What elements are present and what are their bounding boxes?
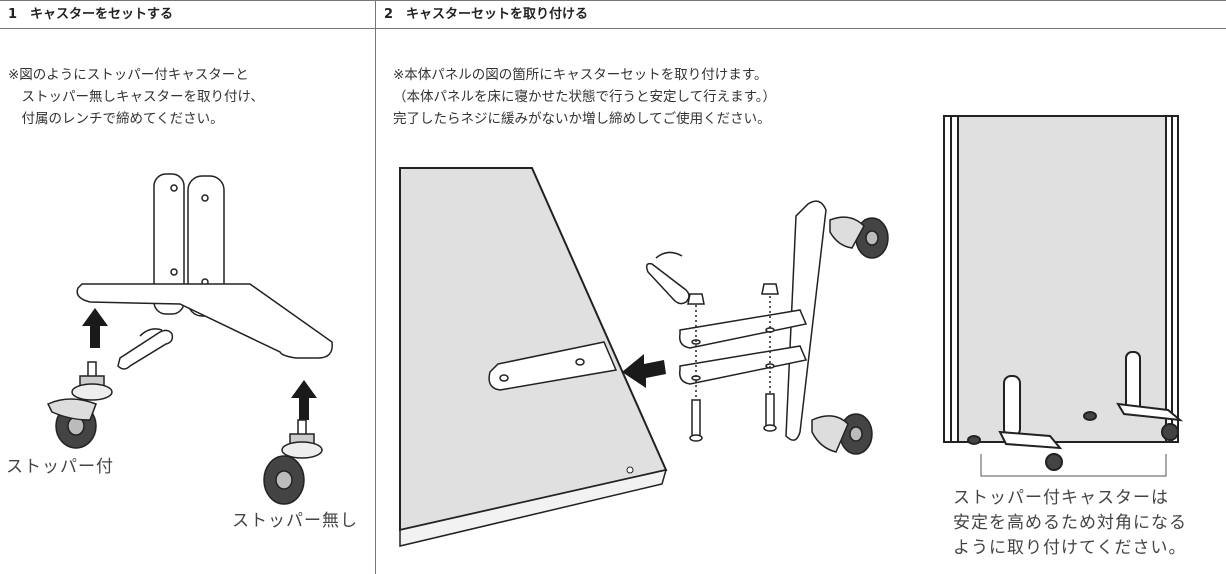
step2-caption: ストッパー付キャスターは 安定を高めるため対角になる ように取り付けてください。 (953, 488, 1187, 558)
left-arrow-icon (622, 354, 666, 388)
mount-bracket (488, 341, 618, 391)
wrench-icon (117, 328, 174, 370)
stand-base-illustration (76, 173, 333, 359)
label-without-stopper: ストッパー無し (232, 511, 358, 531)
lying-panel-illustration (399, 167, 668, 547)
up-arrow-icon (82, 308, 317, 420)
label-with-stopper: ストッパー付 (6, 457, 114, 477)
step1-instruction: ※図のようにストッパー付キャスターと ストッパー無しキャスターを取り付け、 付属… (8, 67, 264, 127)
wrench-icon (645, 251, 690, 305)
standing-panel-illustration (943, 115, 1184, 471)
caster-with-stopper (46, 361, 113, 449)
diagonal-bracket (980, 454, 1167, 477)
caster-without-stopper (263, 419, 323, 505)
step1-header: 1 キャスターをセットする (0, 0, 375, 29)
step2-header: 2 キャスターセットを取り付ける (375, 0, 1226, 29)
caster-set-assembly (678, 200, 889, 455)
step2-instruction: ※本体パネルの図の箇所にキャスターセットを取り付けます。 （本体パネルを床に寝か… (393, 67, 776, 127)
column-divider (375, 29, 376, 574)
